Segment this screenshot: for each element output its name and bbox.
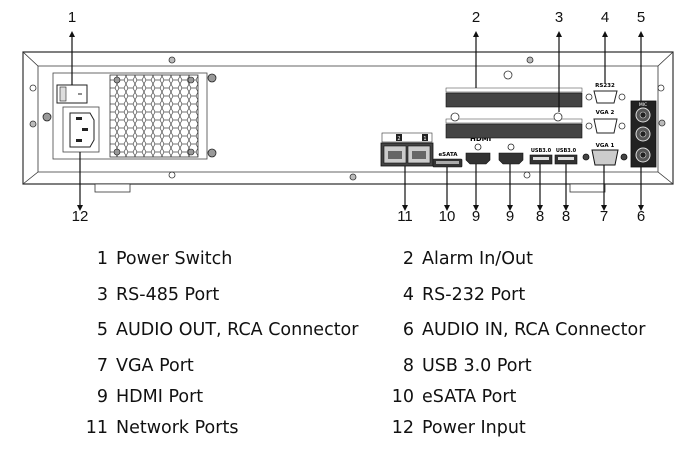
legend-item: 8 USB 3.0 Port <box>386 356 532 376</box>
network-port-label-1: 1 <box>423 136 426 142</box>
fan-grille <box>109 74 199 158</box>
callout-4: 4 <box>600 9 610 26</box>
legend-number: 1 <box>96 249 108 269</box>
legend-number: 10 <box>391 387 414 407</box>
legend-label: VGA Port <box>116 356 194 376</box>
legend-number: 8 <box>402 356 414 376</box>
usb-port-2[interactable]: USB3.0 <box>554 148 578 165</box>
network-port-label-2: 2 <box>397 136 400 142</box>
callout-11: 11 <box>397 208 413 225</box>
legend-number: 11 <box>85 418 108 438</box>
callout-9a: 9 <box>471 208 481 225</box>
legend-item: 4 RS-232 Port <box>386 285 525 305</box>
vga2-port[interactable]: VGA 2 <box>585 110 626 134</box>
esata-port[interactable]: eSATA <box>432 152 463 168</box>
hdmi-port-1[interactable] <box>465 143 491 165</box>
legend-label: Alarm In/Out <box>422 249 533 269</box>
rear-panel-diagram: 2 1 eSATA HDMI™ USB3.0 USB3.0 <box>22 31 674 211</box>
rs232-port[interactable]: RS232 <box>585 83 626 104</box>
callout-8a: 8 <box>535 208 545 225</box>
audio-out-rca-2[interactable] <box>635 126 651 142</box>
legend-item: 9 HDMI Port <box>80 387 203 407</box>
callout-7: 7 <box>599 208 609 225</box>
mic-label: MIC <box>639 102 647 108</box>
rs232-label: RS232 <box>595 83 615 89</box>
callout-2: 2 <box>471 9 481 26</box>
network-ports[interactable]: 2 1 <box>380 132 434 167</box>
legend-label: AUDIO IN, RCA Connector <box>422 320 646 340</box>
legend-item: 6 AUDIO IN, RCA Connector <box>386 320 646 340</box>
legend-label: eSATA Port <box>422 387 517 407</box>
hdmi-port-2[interactable] <box>498 143 524 165</box>
vga1-label: VGA 1 <box>596 143 615 149</box>
callout-10: 10 <box>438 208 456 225</box>
legend-label: Network Ports <box>116 418 239 438</box>
legend-label: RS-485 Port <box>116 285 220 305</box>
legend-item: 10 eSATA Port <box>386 387 517 407</box>
legend-item: 3 RS-485 Port <box>80 285 219 305</box>
legend-number: 9 <box>96 387 108 407</box>
alarm-terminal-block[interactable] <box>445 70 583 139</box>
callout-lines <box>69 31 644 211</box>
audio-in-rca[interactable] <box>635 147 651 163</box>
callout-6: 6 <box>636 208 646 225</box>
legend-number: 4 <box>402 285 414 305</box>
legend-label: USB 3.0 Port <box>422 356 532 376</box>
legend-label: RS-232 Port <box>422 285 526 305</box>
legend-number: 7 <box>96 356 108 376</box>
callout-3: 3 <box>554 9 564 26</box>
legend-item: 11 Network Ports <box>80 418 239 438</box>
legend-item: 2 Alarm In/Out <box>386 249 533 269</box>
legend-number: 3 <box>96 285 108 305</box>
callout-12: 12 <box>71 208 89 225</box>
callout-9b: 9 <box>505 208 515 225</box>
legend-item: 7 VGA Port <box>80 356 194 376</box>
callout-8b: 8 <box>561 208 571 225</box>
usb-port-1[interactable]: USB3.0 <box>529 148 553 165</box>
legend-number: 2 <box>402 249 414 269</box>
usb-label-1: USB3.0 <box>531 148 552 154</box>
legend-label: AUDIO OUT, RCA Connector <box>116 320 359 340</box>
legend-item: 5 AUDIO OUT, RCA Connector <box>80 320 359 340</box>
vga2-label: VGA 2 <box>596 110 615 116</box>
callout-5: 5 <box>636 9 646 26</box>
callout-1: 1 <box>67 9 77 26</box>
legend-label: Power Switch <box>116 249 233 269</box>
legend-label: Power Input <box>422 418 526 438</box>
audio-out-rca-1[interactable] <box>635 107 651 123</box>
legend-number: 12 <box>391 418 414 438</box>
vga1-port[interactable]: VGA 1 <box>582 143 628 166</box>
legend-label: HDMI Port <box>116 387 204 407</box>
legend-number: 6 <box>402 320 414 340</box>
legend-number: 5 <box>96 320 108 340</box>
power-input-socket[interactable] <box>62 106 100 153</box>
legend-item: 12 Power Input <box>386 418 526 438</box>
hdmi-logo: HDMI™ <box>470 135 498 143</box>
power-switch[interactable] <box>56 84 88 104</box>
usb-label-2: USB3.0 <box>556 148 577 154</box>
esata-label: eSATA <box>438 152 458 158</box>
legend-item: 1 Power Switch <box>80 249 232 269</box>
